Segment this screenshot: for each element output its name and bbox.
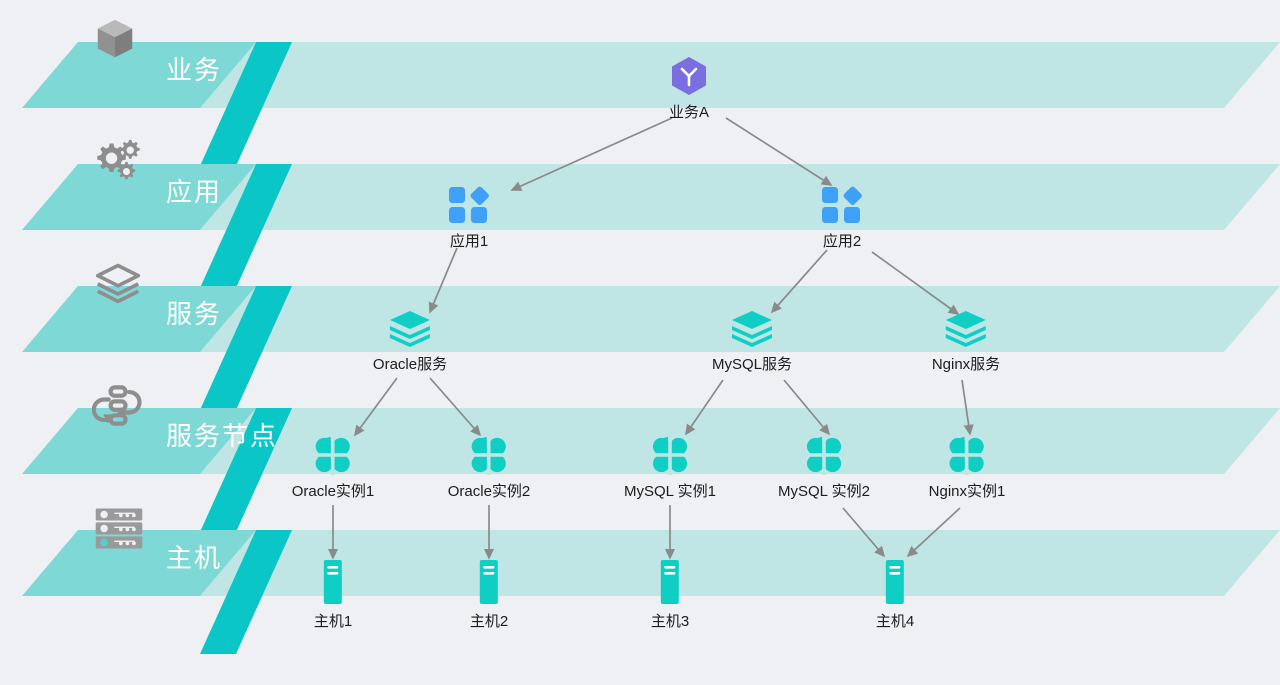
node-label-insOracle1: Oracle实例1 [291,483,375,500]
node-host4[interactable]: 主机4 [876,558,914,631]
node-label-host2: 主机2 [469,613,509,630]
node-svcNginx[interactable]: Nginx服务 [932,309,1000,374]
layer-slab-application [22,164,1280,230]
clover-node-icon [448,434,531,481]
layer-tab-edge-servicenode [200,408,292,532]
layer-tab-edge-application [200,164,292,288]
node-insMySQL1[interactable]: MySQL 实例1 [624,434,716,501]
node-label-host1: 主机1 [313,613,353,630]
server-tower-icon [651,558,689,611]
node-label-insMySQL1: MySQL 实例1 [624,483,716,500]
node-insMySQL2[interactable]: MySQL 实例2 [778,434,870,501]
node-label-insOracle2: Oracle实例2 [447,483,531,500]
layer-label-servicenode: 服务节点 [166,421,279,451]
layer-label-host: 主机 [166,543,223,573]
node-insOracle2[interactable]: Oracle实例2 [447,434,531,501]
node-label-host3: 主机3 [650,613,690,630]
server-tower-icon [876,558,914,611]
layer-tab-edge-service [200,286,292,410]
node-label-svcNginx: Nginx服务 [931,356,1001,373]
layer-label-service: 服务 [166,299,223,329]
layer-tab-edge-host [200,530,292,654]
server-tower-icon [470,558,508,611]
service-stack-icon [712,309,792,354]
node-insOracle1[interactable]: Oracle实例1 [291,434,375,501]
sync-nodes-icon [91,382,146,435]
layer-tab-face-service [22,286,256,352]
node-label-insMySQL2: MySQL 实例2 [778,483,870,500]
gears-icon [92,138,144,189]
node-label-svcMySQL: MySQL服务 [711,356,793,373]
layer-slab-business [22,42,1280,108]
node-insNginx1[interactable]: Nginx实例1 [928,434,1006,501]
server-rack-icon [92,504,146,557]
server-tower-icon [314,558,352,611]
node-label-host4: 主机4 [875,613,915,630]
layer-tab-face-application [22,164,256,230]
node-label-bizA: 业务A [668,104,710,121]
layer-tab-face-host [22,530,256,596]
node-label-svcOracle: Oracle服务 [372,356,448,373]
node-host1[interactable]: 主机1 [314,558,352,631]
node-app1[interactable]: 应用1 [447,184,491,251]
app-squares-icon [820,184,864,231]
node-svcOracle[interactable]: Oracle服务 [373,309,447,374]
node-app2[interactable]: 应用2 [820,184,864,251]
layer-label-application: 应用 [166,177,223,207]
node-host2[interactable]: 主机2 [470,558,508,631]
service-stack-icon [373,309,447,354]
clover-node-icon [624,434,716,481]
layer-label-business: 业务 [166,55,223,85]
node-bizA[interactable]: 业务A [669,55,709,122]
service-stack-icon [932,309,1000,354]
app-squares-icon [447,184,491,231]
layer-tab-face-business [22,42,256,108]
clover-node-icon [778,434,870,481]
node-host3[interactable]: 主机3 [651,558,689,631]
clover-node-icon [929,434,1006,481]
node-label-insNginx1: Nginx实例1 [928,483,1006,500]
layer-tab-edge-business [200,42,292,166]
cube-3d-icon [92,16,138,67]
layer-tab-face-servicenode [22,408,256,474]
clover-node-icon [292,434,375,481]
node-label-app2: 应用2 [822,233,862,250]
node-svcMySQL[interactable]: MySQL服务 [712,309,792,374]
stacked-layers-icon [92,260,144,311]
hexagon-cube-icon [669,55,709,102]
node-label-app1: 应用1 [449,233,489,250]
